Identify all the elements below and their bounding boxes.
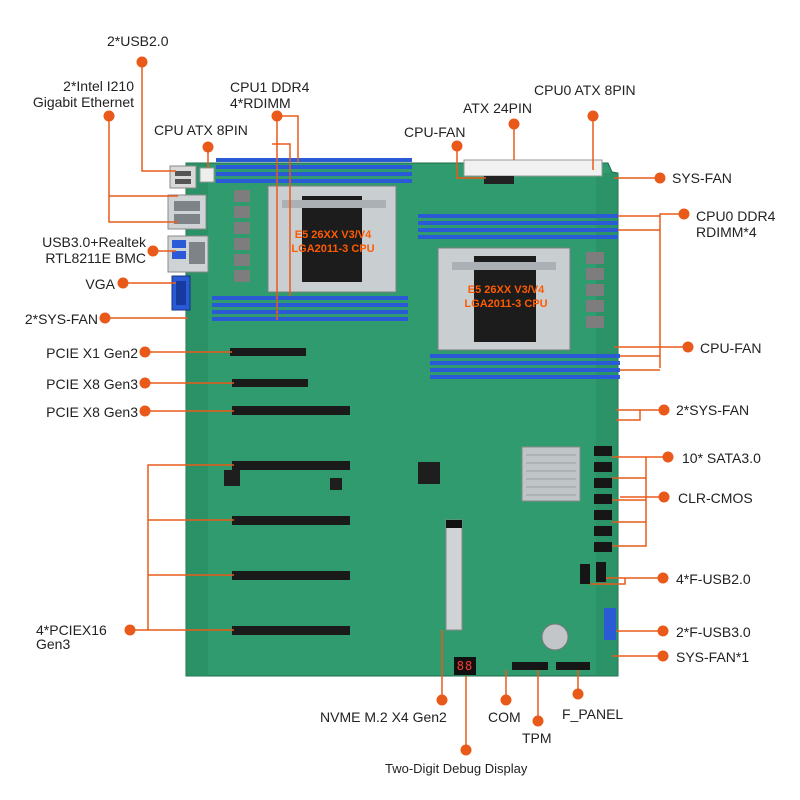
label-sys-fan-2-right: 2*SYS-FAN xyxy=(676,402,749,418)
chipset-heatsink xyxy=(521,446,581,502)
vrm-chokes-right xyxy=(586,252,604,328)
misc-ics xyxy=(224,462,440,490)
label-pcie-x8-a-text: PCIE X8 Gen3 xyxy=(46,376,138,392)
atx-24pin-connector xyxy=(463,159,603,177)
label-sys-fan-right-text: SYS-FAN xyxy=(672,170,732,186)
label-usb3-bmc: USB3.0+Realtek RTL8211E BMC xyxy=(10,234,146,266)
label-sata: 10* SATA3.0 xyxy=(682,450,761,466)
f-usb3-header xyxy=(604,608,616,640)
cpu1-label: E5 26XX V3/V4 LGA2011-3 CPU xyxy=(283,228,383,256)
label-sata-text: 10* SATA3.0 xyxy=(682,450,761,466)
cpu0-dimm-top xyxy=(418,214,618,239)
heatsink-fins xyxy=(526,454,576,496)
label-intel-eth: 2*Intel I210 Gigabit Ethernet xyxy=(14,78,134,110)
label-f-usb2: 4*F-USB2.0 xyxy=(676,571,751,587)
f-panel-header xyxy=(556,662,590,670)
label-cpu1-ddr4-line-2: 4*RDIMM xyxy=(230,95,291,111)
cpu0-label-line-2: LGA2011-3 CPU xyxy=(464,298,548,310)
label-intel-eth-line-1: 2*Intel I210 xyxy=(63,78,134,94)
label-cpu1-ddr4: CPU1 DDR4 4*RDIMM xyxy=(230,79,309,111)
label-atx-24pin: ATX 24PIN xyxy=(463,100,532,116)
label-cpu0-ddr4-line-1: CPU0 DDR4 xyxy=(696,208,776,224)
label-usb2: 2*USB2.0 xyxy=(107,33,168,49)
label-usb3-bmc-line-2: RTL8211E BMC xyxy=(45,250,146,266)
f-usb2-headers xyxy=(580,562,606,584)
cpu-fan-header-top xyxy=(484,176,514,184)
label-pcie-x1-text: PCIE X1 Gen2 xyxy=(46,345,138,361)
label-cpu-atx-8pin-text: CPU ATX 8PIN xyxy=(154,122,248,138)
label-cpu0-ddr4: CPU0 DDR4 RDIMM*4 xyxy=(696,208,775,240)
label-cpu-fan-top: CPU-FAN xyxy=(404,124,465,140)
label-tpm: TPM xyxy=(522,730,552,746)
cmos-battery xyxy=(541,623,569,651)
label-pcie-x16-line-2: Gen3 xyxy=(36,636,71,652)
cpu1-label-line-2: LGA2011-3 CPU xyxy=(291,243,375,255)
label-sys-fan-right: SYS-FAN xyxy=(672,170,732,186)
label-debug: Two-Digit Debug Display xyxy=(385,761,527,777)
vrm-chokes-left xyxy=(234,190,250,282)
pcb-edge-left xyxy=(186,163,208,676)
label-cpu0-ddr4-line-2: RDIMM*4 xyxy=(696,224,757,240)
label-pcie-x8-b-text: PCIE X8 Gen3 xyxy=(46,404,138,420)
label-f-usb2-text: 4*F-USB2.0 xyxy=(676,571,751,587)
debug-display-digits: 88 xyxy=(454,657,476,675)
cpu0-label-line-1: E5 26XX V3/V4 xyxy=(467,284,545,296)
label-cpu-fan-right: CPU-FAN xyxy=(700,340,761,356)
label-debug-text: Two-Digit Debug Display xyxy=(385,761,528,776)
label-vga: VGA xyxy=(60,276,115,292)
label-pcie-x8-b: PCIE X8 Gen3 xyxy=(14,404,138,420)
sata-ports xyxy=(594,446,612,552)
label-pcie-x16-line-1: 4*PCIEX16 xyxy=(36,622,107,638)
label-sys-fan-left: 2*SYS-FAN xyxy=(10,311,98,327)
label-f-panel-text: F_PANEL xyxy=(562,706,624,722)
label-usb3-bmc-line-1: USB3.0+Realtek xyxy=(42,234,146,250)
com-header xyxy=(512,662,548,670)
label-pcie-x8-a: PCIE X8 Gen3 xyxy=(20,376,138,392)
label-sys-fan-left-text: 2*SYS-FAN xyxy=(24,311,98,327)
cpu1-label-line-1: E5 26XX V3/V4 xyxy=(294,229,372,241)
label-pcie-x16: 4*PCIEX16 Gen3 xyxy=(36,622,122,652)
callout-dots xyxy=(99,56,694,756)
label-f-usb3: 2*F-USB3.0 xyxy=(676,624,751,640)
label-cpu-fan-right-text: CPU-FAN xyxy=(700,340,762,356)
label-cpu1-ddr4-line-1: CPU1 DDR4 xyxy=(230,79,310,95)
cpu-atx-8pin-connector xyxy=(199,167,215,183)
label-cpu0-atx-8pin: CPU0 ATX 8PIN xyxy=(534,82,636,98)
label-usb2-text: 2*USB2.0 xyxy=(107,33,169,49)
label-nvme: NVME M.2 X4 Gen2 xyxy=(320,709,447,725)
label-nvme-text: NVME M.2 X4 Gen2 xyxy=(320,709,447,725)
cpu0-socket xyxy=(437,247,571,351)
label-sys-fan-2-right-text: 2*SYS-FAN xyxy=(676,402,750,418)
cpu1-dimm-top xyxy=(216,158,412,183)
label-com: COM xyxy=(488,709,521,725)
cpu0-label: E5 26XX V3/V4 LGA2011-3 CPU xyxy=(456,283,556,311)
label-cpu-atx-8pin: CPU ATX 8PIN xyxy=(154,122,248,138)
pcie-slots xyxy=(230,348,350,635)
label-vga-text: VGA xyxy=(85,276,115,292)
cpu0-dimm-bottom xyxy=(430,354,620,379)
label-pcie-x1: PCIE X1 Gen2 xyxy=(20,345,138,361)
label-sys-fan-1: SYS-FAN*1 xyxy=(676,649,749,665)
label-sys-fan-1-text: SYS-FAN*1 xyxy=(676,649,750,665)
rear-io xyxy=(167,165,209,311)
label-cpu-fan-top-text: CPU-FAN xyxy=(404,124,466,140)
label-com-text: COM xyxy=(488,709,521,725)
label-f-usb3-text: 2*F-USB3.0 xyxy=(676,624,751,640)
label-intel-eth-line-2: Gigabit Ethernet xyxy=(32,94,134,110)
label-atx-24pin-text: ATX 24PIN xyxy=(463,100,532,116)
label-f-panel: F_PANEL xyxy=(562,706,623,722)
cpu1-dimm-bottom xyxy=(212,296,408,321)
label-clr-cmos-text: CLR-CMOS xyxy=(678,490,753,506)
label-cpu0-atx-8pin-text: CPU0 ATX 8PIN xyxy=(534,82,636,98)
label-tpm-text: TPM xyxy=(522,730,552,746)
label-clr-cmos: CLR-CMOS xyxy=(678,490,753,506)
